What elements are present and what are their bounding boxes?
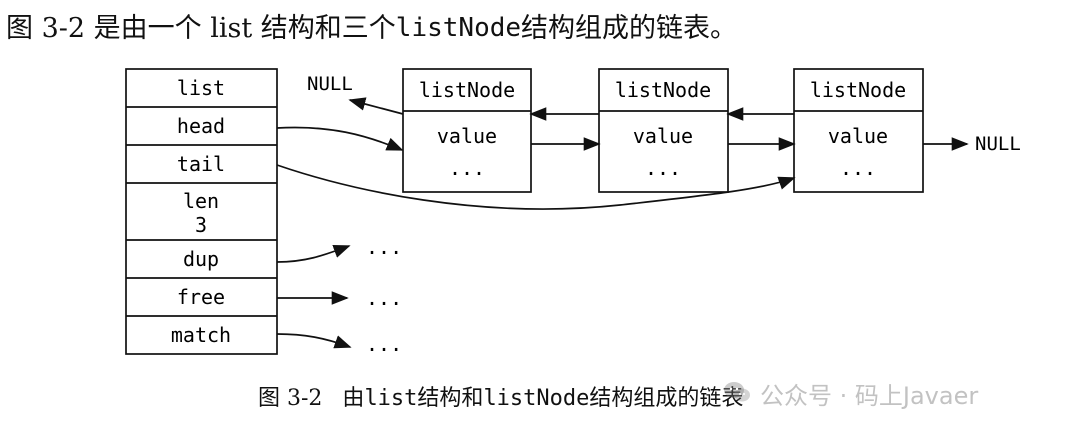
list-node-more-label: ...	[645, 156, 681, 180]
heading-prefix: 图 3-2 是由一个 list 结构和三个	[6, 12, 396, 44]
tail-pointer-arrow	[276, 164, 796, 210]
list-field-free: free	[177, 285, 225, 309]
list-field-head: head	[177, 114, 225, 138]
list-node-box	[793, 68, 924, 193]
caption-suffix: 结构组成的链表	[589, 386, 744, 411]
list-node-title: listNode	[615, 78, 711, 102]
list-node-3: listNode value ...	[793, 68, 924, 193]
caption-node-mono: listNode	[483, 386, 590, 411]
list-node-title: listNode	[810, 78, 906, 102]
list-node-box	[402, 68, 532, 193]
list-node-1: listNode value ...	[402, 68, 532, 193]
figure-caption: 图 3-2 由 list 结构和 listNode 结构组成的链表	[258, 382, 1038, 416]
head-pointer-arrow	[276, 126, 404, 151]
list-field-match: match	[171, 323, 231, 347]
list-node-value-label: value	[437, 124, 497, 148]
list-node-value-label: value	[633, 124, 693, 148]
match-pointer-arrow	[276, 333, 352, 349]
caption-figure-label: 图 3-2	[258, 386, 323, 411]
null-label-right: NULL	[975, 133, 1021, 155]
heading-mono: listNode	[395, 13, 522, 43]
dup-pointer-arrow	[276, 244, 351, 263]
caption-middle: 结构和	[417, 386, 484, 411]
heading-text: 图 3-2 是由一个 list 结构和三个 listNode 结构组成的链表。	[6, 6, 1066, 50]
list-field-tail: tail	[177, 152, 225, 176]
list-struct-box	[125, 68, 278, 355]
node-1-prev-null-arrow	[348, 97, 404, 115]
caption-list-mono: list	[364, 386, 418, 411]
list-struct-title: list	[177, 76, 225, 100]
caption-prefix: 由	[342, 386, 365, 411]
list-field-dup: dup	[183, 247, 219, 271]
list-node-title: listNode	[419, 78, 515, 102]
free-target-ellipsis: ...	[366, 286, 402, 310]
list-field-len: len	[183, 189, 219, 213]
list-node-more-label: ...	[449, 156, 485, 180]
list-node-2: listNode value ...	[598, 68, 729, 193]
heading-suffix: 结构组成的链表。	[521, 12, 738, 44]
list-node-more-label: ...	[840, 156, 876, 180]
dup-target-ellipsis: ...	[366, 235, 402, 259]
list-node-value-label: value	[828, 124, 888, 148]
list-node-box	[598, 68, 729, 193]
list-struct: list head tail len 3 dup free match	[125, 68, 278, 355]
null-label-left: NULL	[307, 73, 353, 95]
list-len-value: 3	[195, 213, 207, 237]
match-target-ellipsis: ...	[366, 332, 402, 356]
